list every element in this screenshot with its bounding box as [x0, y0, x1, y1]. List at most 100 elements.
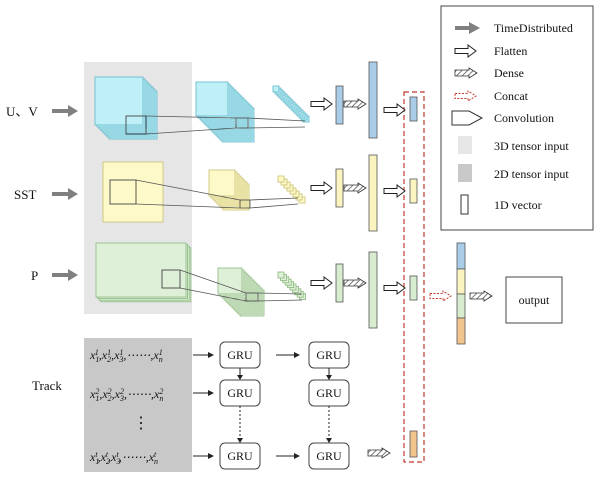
kernel-window	[161, 269, 181, 289]
uv-input-stack	[94, 76, 158, 140]
legend-label: Flatten	[494, 44, 527, 58]
convolution-line	[135, 179, 241, 201]
gru-arrow-head	[237, 438, 243, 443]
sst-flatten-vector	[335, 168, 344, 208]
kernel-window	[109, 179, 137, 205]
time-distributed-arrow-icon	[52, 269, 78, 281]
flatten-arrow-icon	[454, 44, 477, 58]
2d-tensor-input-region	[84, 338, 192, 472]
legend: TimeDistributed Flatten Dense Concat Con…	[494, 21, 573, 212]
gru-label: GRU	[316, 386, 342, 400]
time-distributed-arrow-icon	[455, 22, 480, 34]
gru-arrows	[193, 352, 332, 459]
convolution-line	[145, 127, 237, 135]
convolution-line	[247, 117, 306, 122]
track-row: x11,x21,x31,⋯⋯,xn1	[89, 348, 163, 364]
input-label-track: Track	[32, 378, 62, 393]
convolution-line	[145, 115, 237, 119]
gru-label: GRU	[227, 386, 253, 400]
uv-conv2-stack	[272, 85, 310, 123]
uv-concat-segment	[409, 96, 418, 122]
legend-icons	[451, 22, 484, 215]
gru-arrow-head	[294, 453, 300, 459]
convolution-line	[249, 197, 299, 201]
combined-vector-sst	[456, 268, 466, 295]
track-row: x1t,x2t,x3t,⋯⋯,xnt	[89, 450, 158, 466]
svg-text:x12,x22,x32,⋯⋯,xn2: x12,x22,x32,⋯⋯,xn2	[89, 387, 163, 403]
p-conv2-stack	[277, 271, 307, 301]
vectors	[335, 61, 466, 458]
sst-dense-vector	[368, 154, 378, 232]
gru-arrow-head	[326, 438, 332, 443]
feature-map-layer	[195, 81, 229, 117]
convolution-stacks	[94, 76, 310, 317]
p-concat-segment	[409, 275, 418, 301]
flatten-arrow-icon	[310, 97, 333, 111]
input-label-p: P	[31, 268, 38, 283]
p-input-stack	[95, 242, 192, 303]
convolution-line	[135, 203, 241, 209]
uv-dense-vector	[368, 61, 378, 139]
flatten-arrow-icon	[310, 181, 333, 195]
flow-arrows	[310, 97, 493, 459]
input-label-uv: U、V	[6, 104, 38, 119]
legend-label: Concat	[494, 89, 529, 103]
convolution-line	[179, 269, 247, 294]
combined-vector-uv	[456, 242, 466, 270]
uv-flatten-vector	[335, 85, 344, 125]
sst-input-stack	[102, 161, 164, 223]
kernel-window	[125, 115, 147, 135]
svg-text:x1t,x2t,x3t,⋯⋯,xnt: x1t,x2t,x3t,⋯⋯,xnt	[89, 450, 158, 466]
legend-label: 1D vector	[494, 198, 542, 212]
feature-map-layer	[277, 271, 285, 279]
time-distributed-arrow-icon	[52, 105, 78, 117]
combined-vector-p	[456, 293, 466, 319]
output-box	[505, 276, 563, 324]
feature-map-layer	[102, 161, 164, 223]
output-label: output	[519, 293, 550, 307]
feature-map-layer	[94, 76, 144, 126]
dense-arrow-icon	[367, 447, 391, 459]
input-label-sst: SST	[14, 187, 36, 202]
convolution-line	[257, 292, 303, 295]
gru-label: GRU	[227, 348, 253, 362]
gru-arrow-head	[326, 375, 332, 380]
gru-label: GRU	[316, 348, 342, 362]
dense-arrow-icon	[469, 290, 493, 302]
kernel-window	[245, 292, 259, 302]
kernel-window	[239, 199, 251, 209]
gru-label: GRU	[227, 449, 253, 463]
uv-conv1-stack	[195, 81, 255, 143]
gru-arrow-head	[294, 352, 300, 358]
svg-text:x11,x21,x31,⋯⋯,xn1: x11,x21,x31,⋯⋯,xn1	[89, 348, 163, 364]
gru-arrow-head	[208, 352, 214, 358]
feature-map-layer	[272, 85, 280, 93]
legend-label: Convolution	[494, 111, 554, 125]
gru-label: GRU	[316, 449, 342, 463]
legend-label: Dense	[494, 66, 524, 80]
legend-label: 3D tensor input	[494, 139, 569, 153]
feature-map-layer	[208, 169, 236, 197]
gru-arrow-head	[208, 390, 214, 396]
feature-map-layer	[277, 175, 285, 183]
dense-arrow-icon	[343, 277, 367, 289]
dense-arrow-icon	[343, 182, 367, 194]
track-row: x12,x22,x32,⋯⋯,xn2	[89, 387, 163, 403]
convolution-icon	[451, 110, 484, 126]
gru-arrow-head	[208, 453, 214, 459]
concat-arrow-icon	[429, 290, 452, 302]
2d-tensor-swatch-icon	[458, 164, 472, 182]
concat-box	[403, 91, 425, 463]
time-distributed-arrow-icon	[52, 188, 78, 200]
sst-conv2-stack	[277, 175, 306, 204]
p-conv1-stack	[217, 267, 265, 317]
p-flatten-vector	[335, 263, 344, 303]
concat-arrow-icon	[454, 90, 477, 102]
convolution-line	[249, 203, 299, 209]
convolution-line	[179, 287, 247, 302]
sst-conv1-stack	[208, 169, 250, 211]
flatten-arrow-icon	[383, 103, 406, 117]
feature-map-layer	[217, 267, 243, 295]
